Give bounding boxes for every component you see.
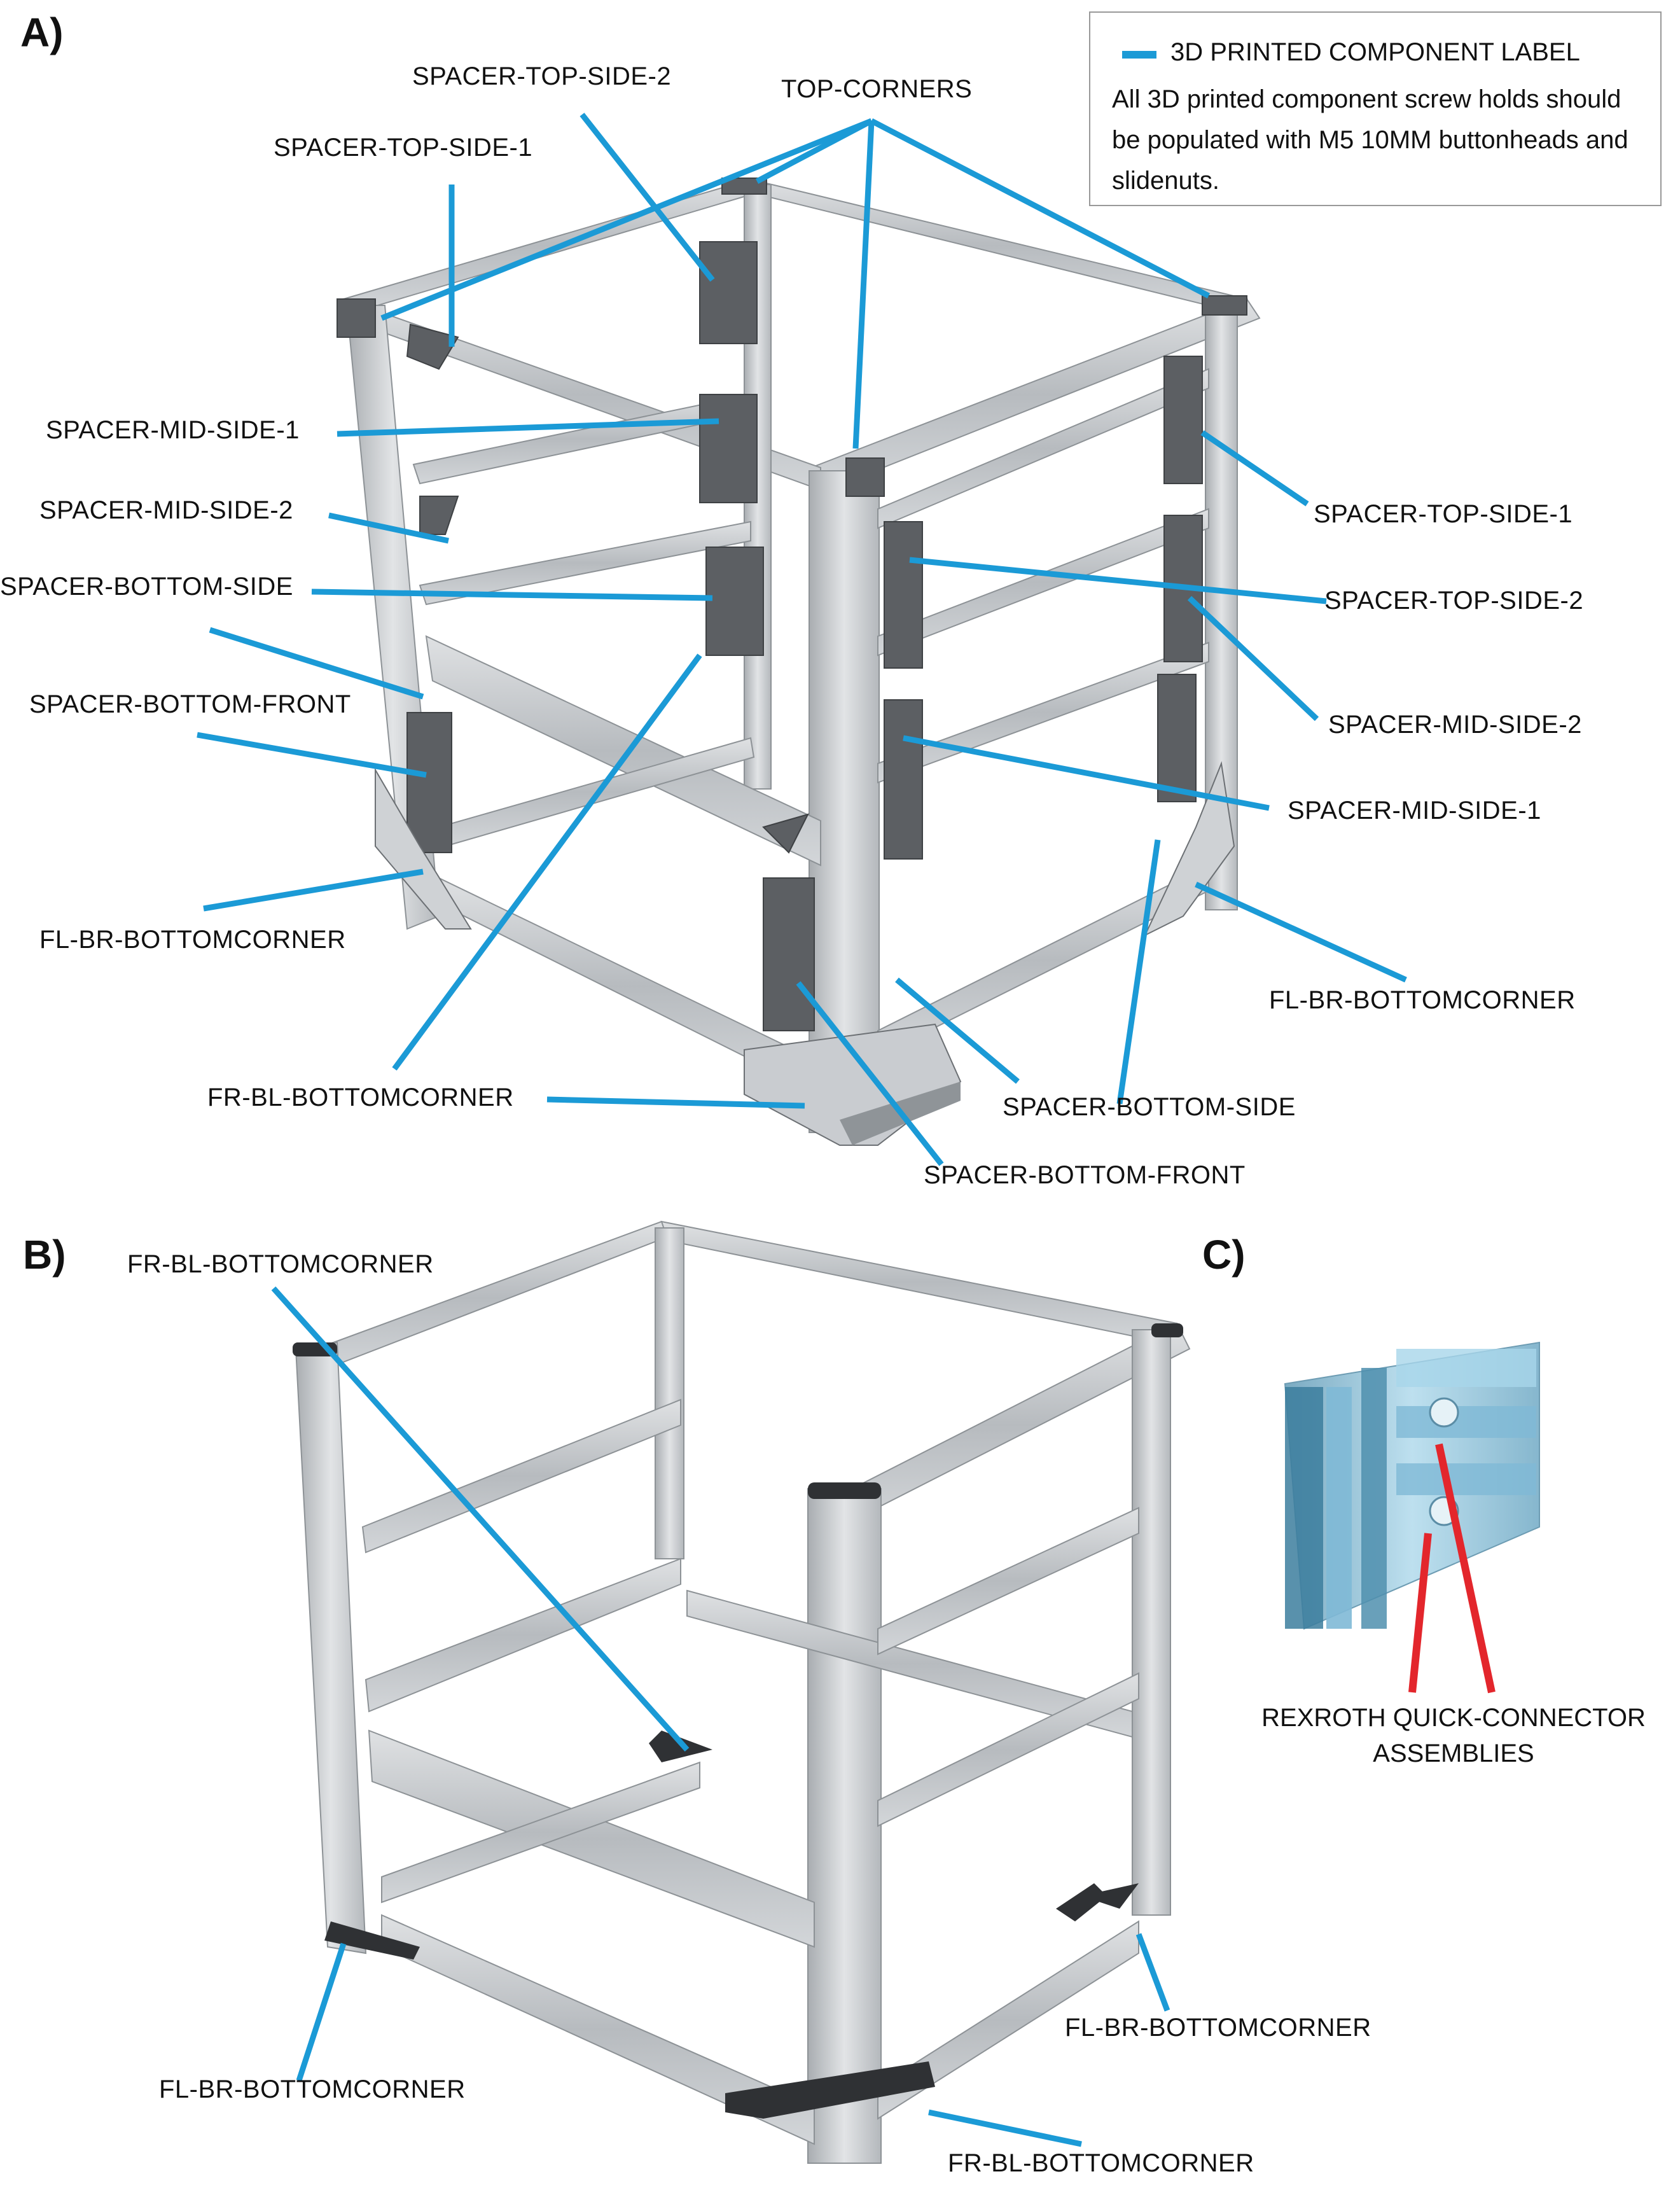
panel-c-closeup [1284, 1341, 1540, 1630]
label-spacer-bottom-side-right: SPACER-BOTTOM-SIDE [1003, 1093, 1296, 1121]
label-b-fl-br-bottomcorner-right: FL-BR-BOTTOMCORNER [1065, 2014, 1371, 2042]
label-spacer-mid-side-2-left: SPACER-MID-SIDE-2 [39, 496, 293, 524]
label-c-connector-line1: REXROTH QUICK-CONNECTOR [1261, 1704, 1646, 1732]
label-b-fr-bl-bottomcorner-bottom: FR-BL-BOTTOMCORNER [948, 2149, 1254, 2177]
label-spacer-mid-side-2-right: SPACER-MID-SIDE-2 [1328, 711, 1582, 739]
label-top-corners: TOP-CORNERS [781, 75, 973, 103]
label-fl-br-bottomcorner-left: FL-BR-BOTTOMCORNER [39, 926, 346, 954]
panel-a-leader-lines [197, 113, 1407, 1166]
panel-c-leader-lines [1408, 1443, 1496, 1694]
label-spacer-bottom-front-right: SPACER-BOTTOM-FRONT [924, 1161, 1246, 1189]
panel-b-frame [293, 1220, 1191, 2164]
panel-b-letter: B) [23, 1232, 66, 1278]
label-spacer-bottom-side-left: SPACER-BOTTOM-SIDE [0, 573, 293, 601]
label-b-fr-bl-bottomcorner-top: FR-BL-BOTTOMCORNER [127, 1250, 434, 1278]
label-spacer-mid-side-1-left: SPACER-MID-SIDE-1 [46, 416, 300, 444]
label-spacer-bottom-front-left: SPACER-BOTTOM-FRONT [29, 690, 351, 718]
panel-a-letter: A) [20, 10, 64, 55]
legend-line-swatch [1122, 51, 1156, 59]
label-spacer-top-side-1-right: SPACER-TOP-SIDE-1 [1314, 500, 1573, 528]
label-spacer-mid-side-1-right: SPACER-MID-SIDE-1 [1288, 797, 1541, 825]
label-fl-br-bottomcorner-right: FL-BR-BOTTOMCORNER [1269, 986, 1576, 1014]
legend-title: 3D PRINTED COMPONENT LABEL [1170, 38, 1580, 66]
panel-b-leader-lines [271, 1286, 1170, 2147]
label-spacer-top-side-2-right: SPACER-TOP-SIDE-2 [1324, 587, 1584, 615]
panel-a-frame [337, 178, 1261, 1146]
legend-note: All 3D printed component screw holds sho… [1112, 85, 1628, 195]
label-c-connector-line2: ASSEMBLIES [1373, 1739, 1534, 1767]
label-spacer-top-side-2-top: SPACER-TOP-SIDE-2 [412, 62, 672, 90]
label-fr-bl-bottomcorner: FR-BL-BOTTOMCORNER [207, 1084, 514, 1111]
label-b-fl-br-bottomcorner-left: FL-BR-BOTTOMCORNER [159, 2075, 466, 2103]
legend-box: 3D PRINTED COMPONENT LABEL All 3D printe… [1089, 11, 1662, 206]
label-spacer-top-side-1-left: SPACER-TOP-SIDE-1 [274, 134, 533, 162]
panel-c-letter: C) [1202, 1232, 1246, 1278]
